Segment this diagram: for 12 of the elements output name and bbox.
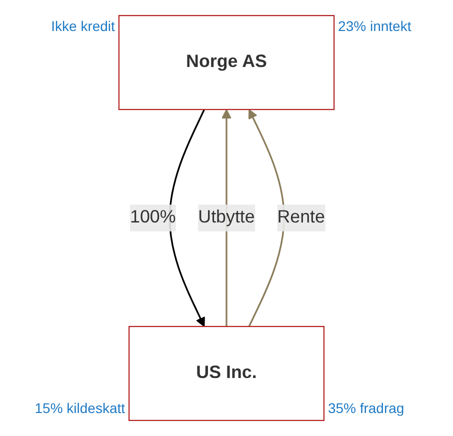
edge-label: 100% — [130, 208, 176, 227]
edge-label: Rente — [277, 208, 325, 227]
arrow — [248, 109, 285, 327]
edge-label: Utbytte — [198, 208, 255, 227]
annotation-text: Ikke kredit — [51, 18, 115, 34]
annotation-text: 15% kildeskatt — [34, 400, 126, 416]
arrow — [222, 109, 232, 326]
arrow — [168, 109, 206, 327]
annotation-text: 35% fradrag — [328, 400, 404, 416]
node-box: US Inc. — [128, 326, 324, 421]
annotation-text: 23% inntekt — [338, 18, 412, 34]
node-box: Norge AS — [118, 15, 335, 110]
